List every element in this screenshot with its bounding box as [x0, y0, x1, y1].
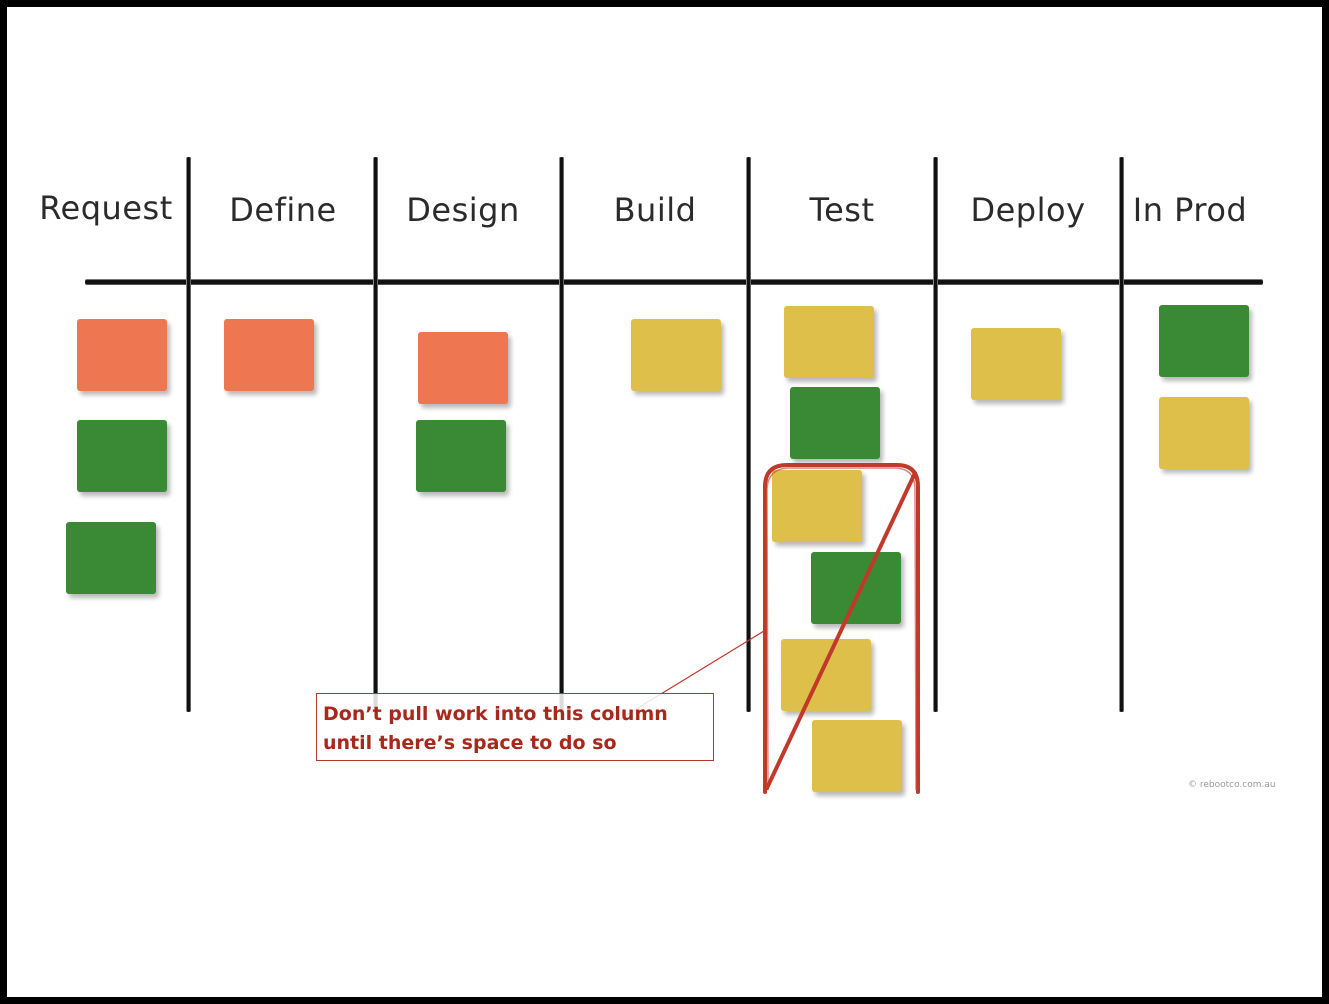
column-title-in-prod: In Prod [1132, 191, 1248, 229]
column-title-deploy: Deploy [970, 191, 1086, 229]
column-divider [374, 157, 377, 712]
kanban-board: Request Define Design Build Test Deploy … [7, 7, 1322, 997]
card-deploy-1[interactable] [971, 328, 1061, 400]
column-title-test: Test [809, 191, 875, 229]
card-request-2[interactable] [77, 420, 167, 492]
header-divider [85, 280, 1263, 284]
card-test-5[interactable] [781, 639, 871, 711]
card-build-1[interactable] [631, 319, 721, 391]
annotation-line-2: until there’s space to do so [323, 732, 617, 754]
card-request-3[interactable] [66, 522, 156, 594]
card-test-2[interactable] [790, 387, 880, 459]
annotation-text: Don’t pull work into this column until t… [323, 700, 713, 758]
column-divider [747, 157, 750, 712]
card-test-3[interactable] [772, 470, 862, 542]
wip-limit-frame-sketch [766, 467, 917, 791]
column-divider [187, 157, 190, 712]
column-title-build: Build [613, 191, 697, 229]
card-design-2[interactable] [416, 420, 506, 492]
strike-through-line [765, 471, 917, 790]
card-test-6[interactable] [812, 720, 902, 792]
annotation-line-1: Don’t pull work into this column [323, 703, 668, 725]
annotation-callout: Don’t pull work into this column until t… [316, 693, 714, 761]
column-divider [1120, 157, 1123, 712]
column-title-define: Define [229, 191, 337, 229]
card-test-4[interactable] [811, 552, 901, 624]
card-define-1[interactable] [224, 319, 314, 391]
wip-limit-frame [763, 463, 920, 794]
column-title-design: Design [406, 191, 520, 229]
column-divider [934, 157, 937, 712]
card-test-1[interactable] [784, 306, 874, 378]
annotation-overlay [619, 463, 920, 794]
card-in-prod-2[interactable] [1159, 397, 1249, 469]
card-request-1[interactable] [77, 319, 167, 391]
column-divider [560, 157, 563, 712]
copyright-credit: © rebootco.com.au [1188, 780, 1276, 790]
column-title-request: Request [39, 189, 173, 227]
card-design-1[interactable] [418, 332, 508, 404]
card-in-prod-1[interactable] [1159, 305, 1249, 377]
